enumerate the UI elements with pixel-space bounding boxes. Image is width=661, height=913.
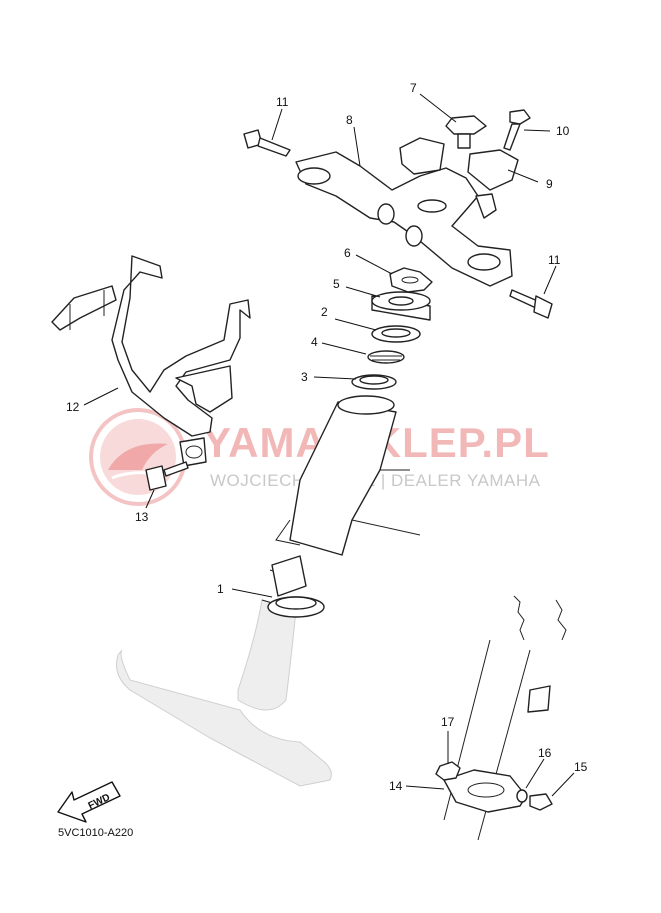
callout-2: 2	[321, 305, 328, 319]
callout-3: 3	[301, 370, 308, 384]
callout-6: 6	[344, 246, 351, 260]
callout-10: 10	[556, 124, 570, 138]
callout-numbers: 1 2 3 4 5 6 7 8 9 10 11 11 12 13 14 15 1…	[66, 81, 588, 793]
watermark-subtitle: WOJCIECHOWIECZ | DEALER YAMAHA	[210, 471, 541, 490]
ring-nut-6	[389, 267, 433, 293]
bolt-10	[503, 109, 531, 151]
steering-column	[275, 395, 421, 556]
headlight-bracket-12	[51, 255, 251, 467]
callout-12: 12	[66, 400, 80, 414]
lower-bracket-ghost	[116, 649, 332, 787]
leader-lines	[83, 93, 575, 797]
callout-13: 13	[135, 510, 149, 524]
upper-bracket	[295, 137, 519, 287]
callout-16: 16	[538, 746, 552, 760]
callout-5: 5	[333, 277, 340, 291]
handlebar-holder-9	[467, 149, 519, 191]
bolt-15	[529, 793, 553, 811]
callout-15: 15	[574, 760, 588, 774]
callout-1: 1	[217, 582, 224, 596]
callout-7: 7	[410, 81, 417, 95]
bolt-11-top	[243, 129, 291, 157]
diagram-code: 5VC1010-A220	[58, 827, 133, 839]
callout-8: 8	[346, 113, 353, 127]
callout-4: 4	[311, 335, 318, 349]
bearing-stack	[351, 291, 431, 390]
callout-9: 9	[546, 177, 553, 191]
bearing-race-1	[267, 596, 325, 618]
callout-17: 17	[441, 715, 455, 729]
bearing-4	[367, 350, 405, 364]
fork-tube	[443, 595, 567, 841]
fwd-arrow-icon: FWD	[57, 781, 121, 823]
callout-14: 14	[389, 779, 403, 793]
bolt-13	[145, 461, 189, 491]
washer-16	[516, 789, 528, 803]
callout-11-top: 11	[276, 95, 289, 109]
callout-11-right: 11	[548, 253, 561, 267]
nut-17	[435, 761, 461, 781]
bolt-7	[445, 115, 487, 149]
steering-stem-shaft	[237, 555, 307, 711]
bolt-11-right	[509, 289, 553, 319]
